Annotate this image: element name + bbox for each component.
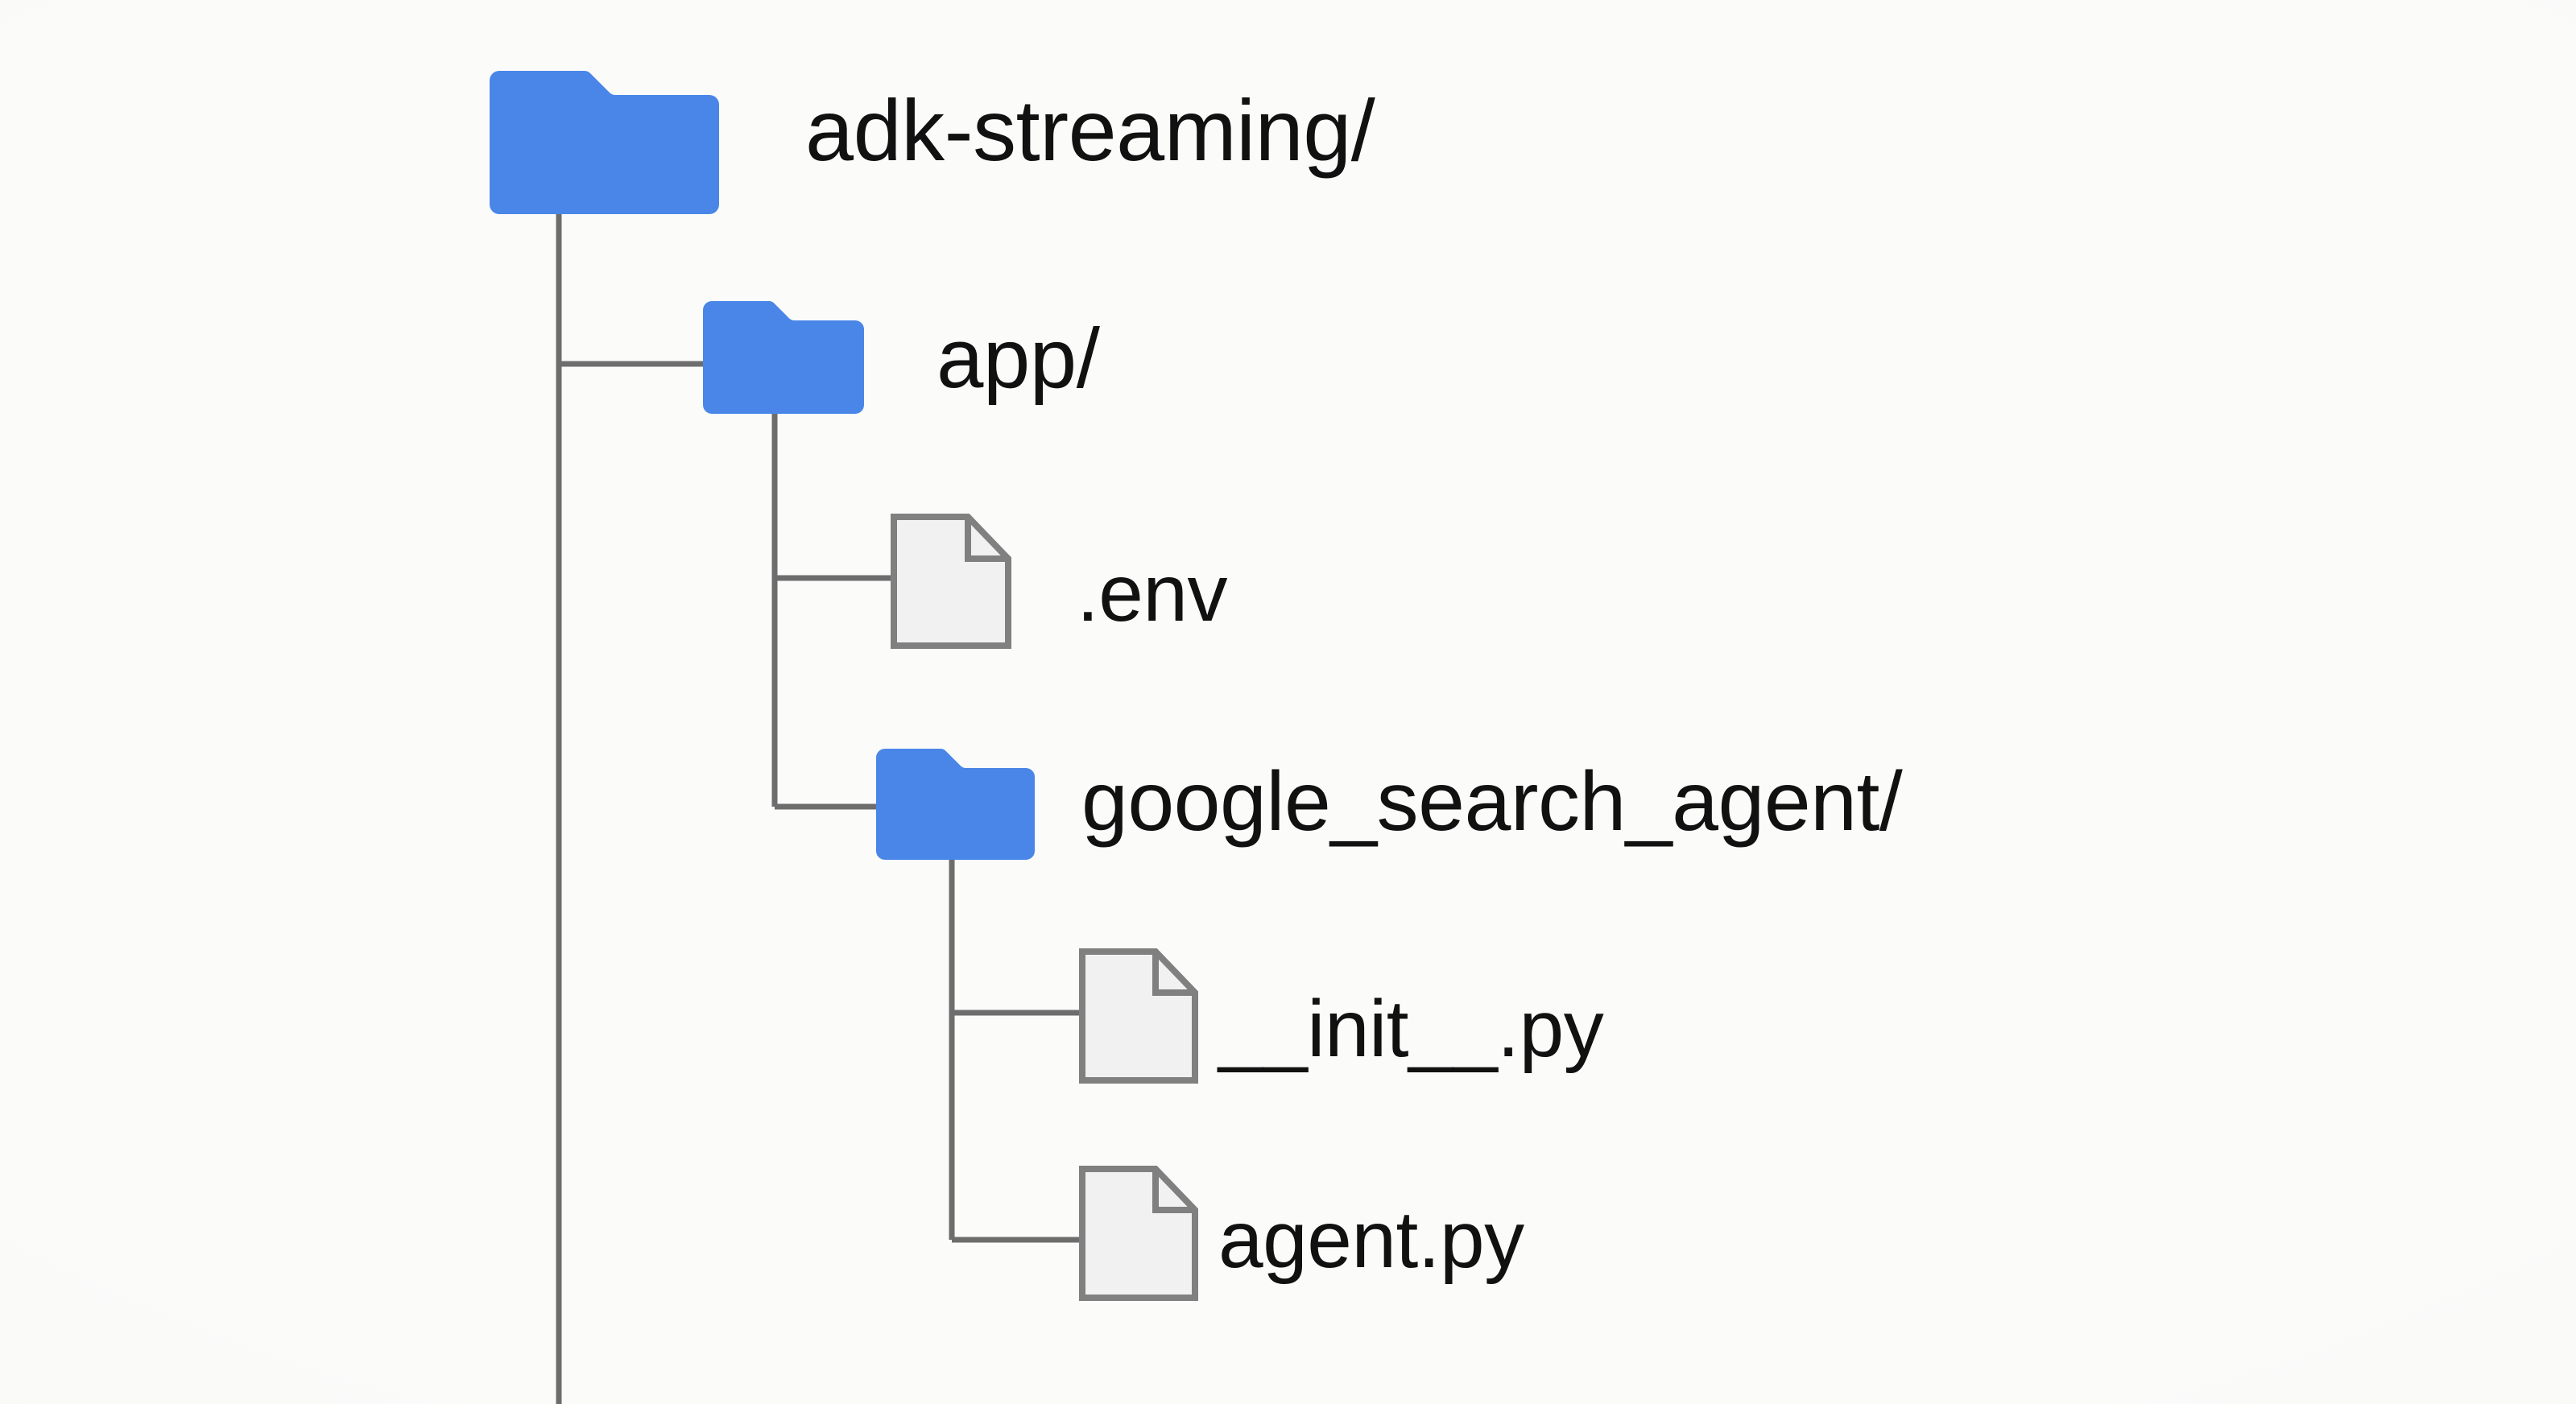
file-icon [1079,1166,1198,1301]
node-label-app: app/ [937,312,1100,406]
node-label-init-py: __init__.py [1218,984,1604,1074]
file-icon [891,514,1011,649]
node-label-root: adk-streaming/ [805,81,1375,179]
file-icon [1079,948,1198,1084]
folder-icon [490,71,719,214]
folder-icon [876,749,1035,860]
node-label-env: .env [1077,548,1228,638]
node-label-google-search-agent: google_search_agent/ [1081,755,1903,849]
folder-icon [703,301,864,414]
node-label-agent-py: agent.py [1218,1195,1524,1285]
